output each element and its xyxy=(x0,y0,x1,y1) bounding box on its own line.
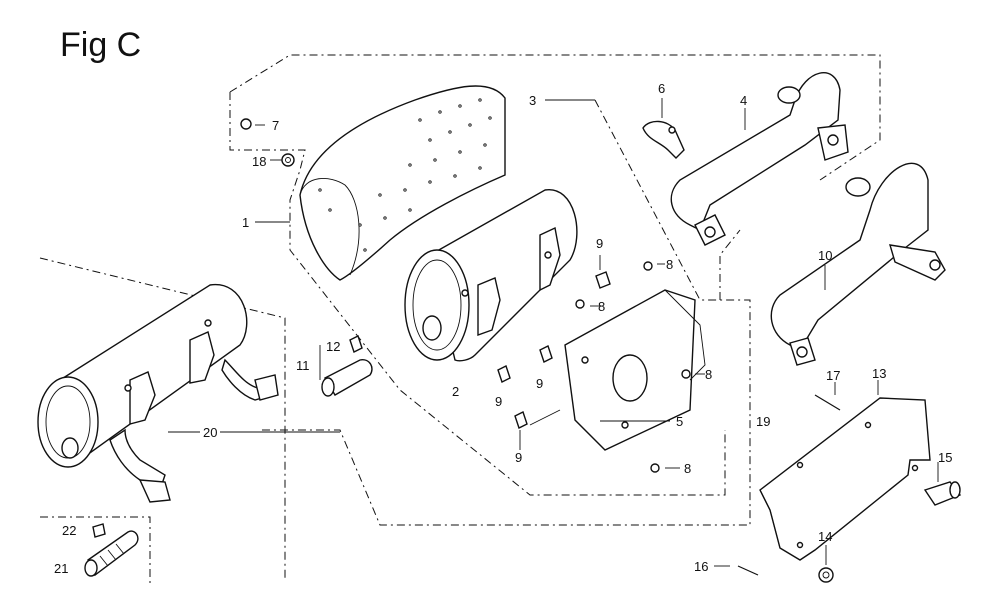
callout-9d: 9 xyxy=(515,450,522,465)
figure-title: Fig C xyxy=(60,26,142,64)
callout-19: 19 xyxy=(756,414,770,429)
callout-7: 7 xyxy=(272,118,279,133)
callout-20: 20 xyxy=(203,425,217,440)
callout-8c: 8 xyxy=(705,367,712,382)
callout-12: 12 xyxy=(326,339,340,354)
callout-9c: 9 xyxy=(495,394,502,409)
callout-9a: 9 xyxy=(596,236,603,251)
leader-lines xyxy=(168,98,939,567)
callout-2: 2 xyxy=(452,384,459,399)
callout-13: 13 xyxy=(872,366,886,381)
callout-18: 18 xyxy=(252,154,266,169)
callout-labels: 1 2 3 4 5 6 7 8 8 8 8 9 9 9 9 10 11 12 1… xyxy=(54,81,952,576)
callout-8d: 8 xyxy=(684,461,691,476)
callout-17: 17 xyxy=(826,368,840,383)
callout-15: 15 xyxy=(938,450,952,465)
callout-1: 1 xyxy=(242,215,249,230)
muffler-assembly xyxy=(37,284,279,503)
fasteners xyxy=(92,118,841,576)
callout-22: 22 xyxy=(62,523,76,538)
spark-arrester xyxy=(321,359,373,397)
muffler-bracket xyxy=(564,289,706,451)
callout-11: 11 xyxy=(296,358,310,373)
muffler xyxy=(404,189,578,362)
callout-3: 3 xyxy=(529,93,536,108)
callout-16: 16 xyxy=(694,559,708,574)
callout-8a: 8 xyxy=(666,257,673,272)
callout-21: 21 xyxy=(54,561,68,576)
callout-4: 4 xyxy=(740,93,747,108)
callout-5: 5 xyxy=(676,414,683,429)
group-boundaries xyxy=(39,54,881,585)
callout-10: 10 xyxy=(818,248,832,263)
heat-shield xyxy=(299,85,506,281)
spacer-and-nut xyxy=(818,481,962,583)
callout-9b: 9 xyxy=(536,376,543,391)
pipe-clamp xyxy=(642,120,685,159)
exhaust-pipe-upper xyxy=(670,72,849,246)
lower-heat-shield xyxy=(759,397,931,561)
callout-6: 6 xyxy=(658,81,665,96)
callout-8b: 8 xyxy=(598,299,605,314)
arrester-screen xyxy=(84,530,139,577)
callout-14: 14 xyxy=(818,529,832,544)
exhaust-pipe-lower xyxy=(770,162,946,366)
